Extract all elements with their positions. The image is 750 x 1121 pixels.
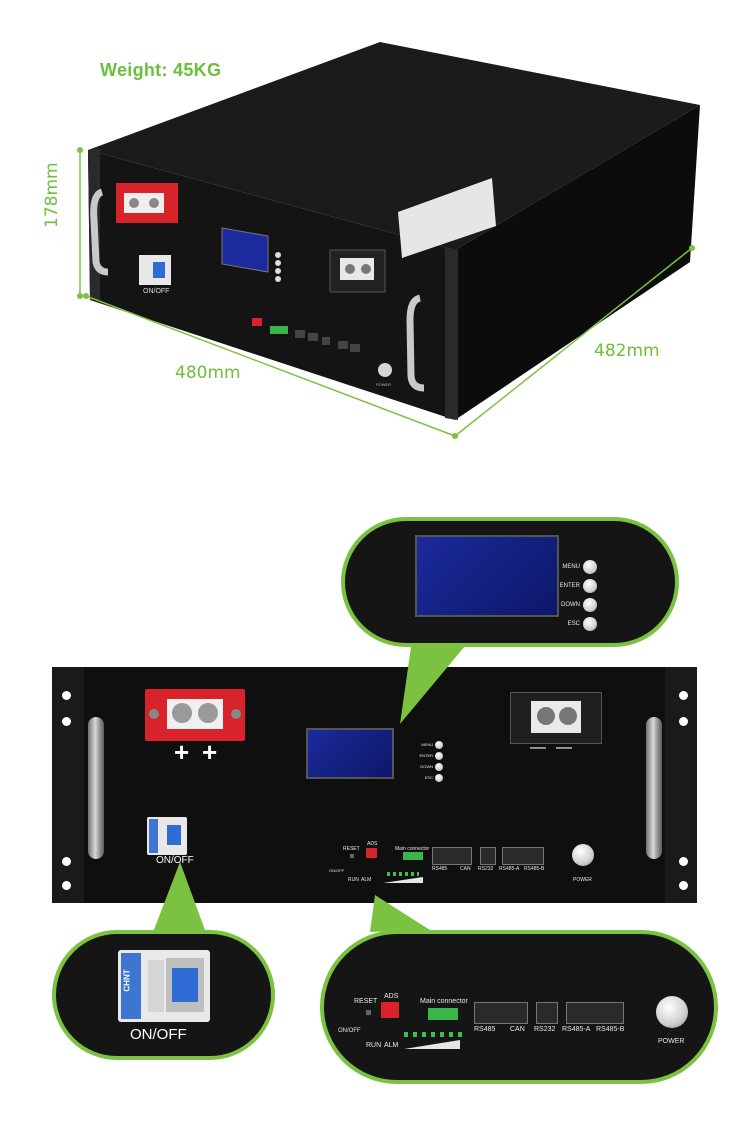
reset-button[interactable] bbox=[350, 854, 354, 858]
rs485-label: RS485 bbox=[474, 1026, 496, 1033]
enter-button[interactable] bbox=[583, 578, 597, 593]
power-button[interactable] bbox=[656, 996, 688, 1028]
rs485-port[interactable] bbox=[432, 847, 472, 865]
comm-zoom-bubble: RESET ADS ON/OFF Main connector RUN ALM … bbox=[320, 930, 718, 1084]
alm-label: ALM bbox=[361, 877, 372, 883]
width-dimension-label: 480mm bbox=[175, 363, 241, 383]
mount-hole bbox=[62, 857, 71, 866]
can-label: CAN bbox=[510, 1026, 525, 1033]
rs485ab-port[interactable] bbox=[566, 1002, 624, 1024]
onoff-led-label: ON/OFF bbox=[329, 868, 345, 873]
power-label: POWER bbox=[573, 877, 592, 883]
depth-dimension-label: 482mm bbox=[594, 341, 660, 361]
enter-button[interactable] bbox=[435, 751, 443, 760]
lcd-button-column: MENU ENTER DOWN ESC bbox=[393, 739, 443, 783]
rs485a-label: RS485-A bbox=[562, 1026, 591, 1033]
positive-terminal[interactable] bbox=[145, 689, 245, 741]
reset-label: RESET bbox=[343, 846, 360, 852]
ads-label: ADS bbox=[384, 993, 399, 1000]
esc-button[interactable] bbox=[583, 616, 597, 631]
plus-sign: + bbox=[174, 737, 190, 767]
can-label: CAN bbox=[460, 866, 471, 872]
soc-wedge bbox=[404, 1040, 460, 1049]
plus-sign: + bbox=[202, 737, 218, 767]
left-handle[interactable] bbox=[88, 717, 104, 859]
ads-dip-switch[interactable] bbox=[381, 1002, 399, 1018]
soc-wedge bbox=[383, 877, 423, 883]
enter-label: ENTER bbox=[419, 753, 433, 758]
rs485b-label: RS485-B bbox=[596, 1026, 625, 1033]
down-label: DOWN bbox=[420, 764, 433, 769]
ads-label: ADS bbox=[367, 841, 378, 847]
main-connector-label: Main connector bbox=[395, 846, 430, 852]
breaker-brand: CHNT bbox=[122, 969, 132, 992]
mount-hole bbox=[679, 691, 688, 700]
negative-terminal[interactable] bbox=[510, 692, 602, 744]
down-button[interactable] bbox=[583, 597, 597, 612]
breaker-zoom-onoff-label: ON/OFF bbox=[130, 1026, 187, 1043]
enter-label: ENTER bbox=[559, 582, 580, 589]
alm-label: ALM bbox=[384, 1042, 399, 1049]
onoff-led-label: ON/OFF bbox=[338, 1028, 361, 1034]
front-panel: + + MENU ENTER DOWN ESC — — ON/OFF R bbox=[52, 667, 697, 903]
battery-3d-view bbox=[77, 42, 700, 439]
rs232-label: RS232 bbox=[478, 866, 494, 872]
mount-hole bbox=[62, 691, 71, 700]
breaker-zoom: CHNT bbox=[118, 950, 210, 1022]
main-connector[interactable] bbox=[428, 1008, 458, 1020]
mount-hole bbox=[62, 881, 71, 890]
mount-hole bbox=[62, 717, 71, 726]
main-connector[interactable] bbox=[403, 852, 423, 860]
rs232-port[interactable] bbox=[480, 847, 496, 865]
breaker-toggle[interactable] bbox=[172, 968, 198, 1002]
lcd-zoom-screen bbox=[415, 535, 559, 617]
lcd-screen bbox=[306, 728, 394, 779]
rs485b-label: RS485-B bbox=[524, 866, 545, 872]
rs232-port[interactable] bbox=[536, 1002, 558, 1024]
power-button[interactable] bbox=[572, 844, 594, 866]
breaker-zoom-bubble: CHNT ON/OFF bbox=[52, 930, 275, 1060]
menu-label: MENU bbox=[562, 563, 580, 570]
reset-button[interactable] bbox=[366, 1010, 371, 1015]
breaker-onoff-label: ON/OFF bbox=[156, 855, 194, 866]
esc-label: ESC bbox=[567, 620, 580, 627]
weight-label: Weight: 45KG bbox=[100, 60, 222, 80]
rs485-port[interactable] bbox=[474, 1002, 528, 1024]
top-onoff-label: ON/OFF bbox=[143, 288, 170, 295]
main-connector-label: Main connector bbox=[420, 998, 468, 1005]
mount-hole bbox=[679, 881, 688, 890]
rs485-label: RS485 bbox=[432, 866, 448, 872]
down-button[interactable] bbox=[435, 762, 443, 771]
mount-hole bbox=[679, 717, 688, 726]
right-handle[interactable] bbox=[646, 717, 662, 859]
rs485a-label: RS485-A bbox=[499, 866, 520, 872]
minus-sign: — bbox=[530, 739, 546, 756]
led-bar bbox=[387, 872, 419, 876]
reset-label: RESET bbox=[354, 998, 378, 1005]
top-power-label: POWER bbox=[376, 382, 392, 387]
esc-label: ESC bbox=[424, 775, 433, 780]
run-label: RUN bbox=[348, 877, 359, 883]
circuit-breaker[interactable] bbox=[147, 817, 187, 855]
led-bar bbox=[404, 1032, 462, 1037]
down-label: DOWN bbox=[561, 601, 580, 608]
rs232-label: RS232 bbox=[534, 1026, 556, 1033]
menu-button[interactable] bbox=[583, 559, 597, 574]
run-label: RUN bbox=[366, 1042, 382, 1049]
rs485ab-port[interactable] bbox=[502, 847, 544, 865]
menu-button[interactable] bbox=[435, 740, 443, 749]
minus-sign: — bbox=[556, 739, 572, 756]
lcd-zoom-bubble: MENU ENTER DOWN ESC bbox=[341, 517, 679, 647]
esc-button[interactable] bbox=[435, 773, 443, 782]
lcd-zoom-buttons: MENU ENTER DOWN ESC bbox=[545, 557, 597, 633]
ads-dip-switch[interactable] bbox=[366, 848, 377, 858]
menu-label: MENU bbox=[421, 742, 433, 747]
power-label: POWER bbox=[658, 1038, 685, 1045]
mount-hole bbox=[679, 857, 688, 866]
